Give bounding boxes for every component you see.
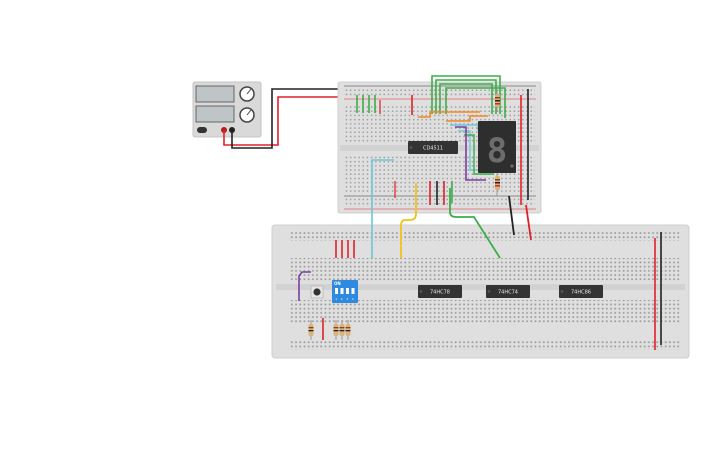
wire-black-cross[interactable]	[508, 195, 515, 236]
resistor-top-2[interactable]	[495, 172, 500, 196]
wire-cyan-long[interactable]	[371, 159, 394, 258]
chip-cd4511-label: CD4511	[423, 146, 443, 152]
resistor-bottom-2[interactable]	[333, 320, 339, 340]
psu-switch[interactable]	[197, 127, 207, 133]
push-button[interactable]	[310, 285, 324, 299]
dip-switch-on-label: ON	[334, 281, 341, 286]
chip-74hc78[interactable]: 74HC78	[418, 285, 462, 298]
dip-switch[interactable]: ON 1 2 3 4	[332, 280, 358, 303]
dip-num-3: 3	[346, 297, 348, 301]
resistor-bottom-4[interactable]	[345, 320, 351, 340]
wire-purple-bottom[interactable]	[298, 271, 311, 301]
psu-black-wire[interactable]	[231, 88, 345, 149]
dip-num-2: 2	[341, 297, 343, 301]
chip-74hc74-label: 74HC74	[498, 290, 518, 296]
dip-num-1: 1	[335, 297, 337, 301]
jumper-green-side[interactable]	[464, 134, 494, 175]
dip-num-4: 4	[352, 297, 354, 301]
jumper-orange-2[interactable]	[446, 115, 488, 122]
dip-toggle-4[interactable]	[351, 288, 355, 294]
jumper-green-loop-4[interactable]	[445, 87, 506, 118]
dip-toggle-3[interactable]	[346, 288, 349, 294]
wire-yellow-long[interactable]	[400, 183, 417, 258]
chip-74hc78-label: 74HC78	[430, 290, 450, 296]
seven-segment-digit: 8	[487, 131, 507, 171]
chip-74hc74[interactable]: 74HC74	[486, 285, 530, 298]
wire-red-cross[interactable]	[525, 204, 532, 241]
jumper-purple-top[interactable]	[455, 126, 486, 181]
seven-segment-display[interactable]: 8	[478, 121, 516, 173]
resistor-bottom-1[interactable]	[308, 320, 314, 340]
resistor-bottom-3[interactable]	[339, 320, 345, 340]
chip-74hc86-label: 74HC86	[571, 290, 591, 296]
chip-74hc86[interactable]: 74HC86	[559, 285, 603, 298]
jumper-green-loop-3[interactable]	[439, 83, 493, 114]
jumper-green-loop-1[interactable]	[431, 75, 501, 114]
jumper-orange-1[interactable]	[418, 111, 480, 118]
wire-green-long[interactable]	[449, 188, 501, 259]
resistor-top-1[interactable]	[495, 90, 500, 112]
psu-red-wire[interactable]	[223, 96, 352, 146]
chip-cd4511[interactable]: CD4511	[408, 141, 458, 154]
dip-toggle-1[interactable]	[335, 288, 338, 294]
power-supply[interactable]	[192, 81, 262, 138]
dip-toggle-2[interactable]	[340, 288, 344, 294]
